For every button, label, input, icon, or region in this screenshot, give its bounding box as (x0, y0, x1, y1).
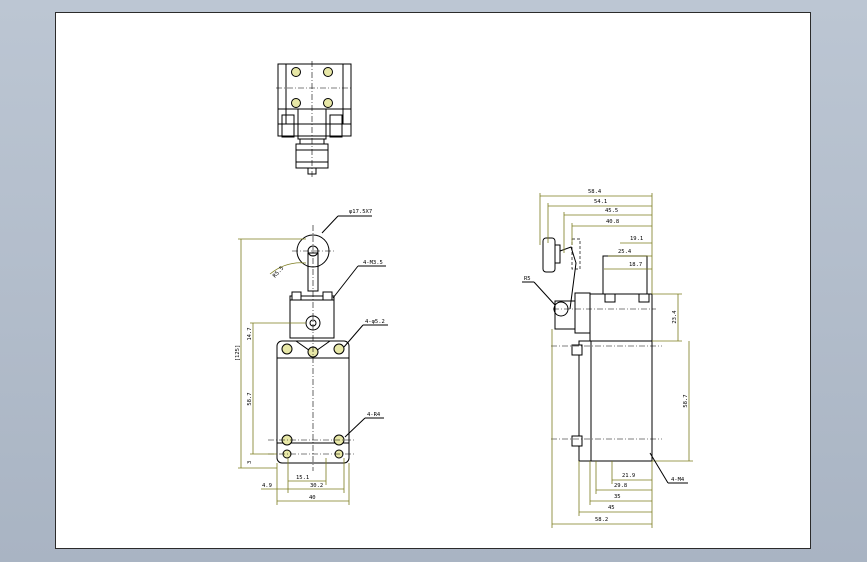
front-view (238, 215, 388, 505)
front-roller-r: R5.5 (272, 265, 285, 279)
side-dim-54-1: 54.1 (594, 199, 607, 205)
drawing-sheet: φ17.5X7 R5.5 4-M3.5 4-φ5.2 4-R4 [125] 14… (55, 12, 811, 549)
side-head-height: 23.4 (672, 310, 678, 324)
side-dim-45-5: 45.5 (605, 208, 618, 214)
side-dim-35: 35 (614, 494, 621, 500)
front-holes-bottom: 4-R4 (367, 412, 381, 418)
side-r5: R5 (524, 276, 531, 282)
front-base-gap: 3 (247, 461, 253, 464)
side-dim-18-7: 18.7 (629, 262, 642, 268)
front-dimension-labels: φ17.5X7 R5.5 4-M3.5 4-φ5.2 4-R4 [125] 14… (235, 209, 385, 501)
side-dim-21-9: 21.9 (622, 473, 635, 479)
side-dim-25-4: 25.4 (618, 249, 632, 255)
side-dim-58-2: 58.2 (595, 517, 608, 523)
side-mount-holes: 4-M4 (671, 477, 685, 483)
front-dim-4-9: 4.9 (262, 483, 272, 489)
side-dim-45: 45 (608, 505, 615, 511)
side-dimension-labels: 58.4 54.1 45.5 40.8 19.1 25.4 18.7 R5 23… (524, 189, 689, 523)
side-view (522, 193, 693, 528)
side-dim-40-8: 40.8 (606, 219, 619, 225)
front-holes-top: 4-M3.5 (363, 260, 383, 266)
side-dim-29-8: 29.8 (614, 483, 627, 489)
front-width-40: 40 (309, 495, 316, 501)
front-dim-30-2: 30.2 (310, 483, 323, 489)
front-roller-dia: φ17.5X7 (349, 209, 372, 215)
front-holes-mid: 4-φ5.2 (365, 319, 385, 325)
side-body-height: 58.7 (683, 394, 689, 407)
front-height-upper: 14.7 (247, 327, 253, 340)
top-view (276, 61, 353, 178)
front-dim-15-1: 15.1 (296, 475, 309, 481)
side-dim-58-4: 58.4 (588, 189, 602, 195)
technical-drawing: φ17.5X7 R5.5 4-M3.5 4-φ5.2 4-R4 [125] 14… (235, 61, 693, 528)
front-height-body: 58.7 (247, 392, 253, 405)
front-overall-height: [125] (235, 345, 241, 362)
side-dim-19-1: 19.1 (630, 236, 643, 242)
